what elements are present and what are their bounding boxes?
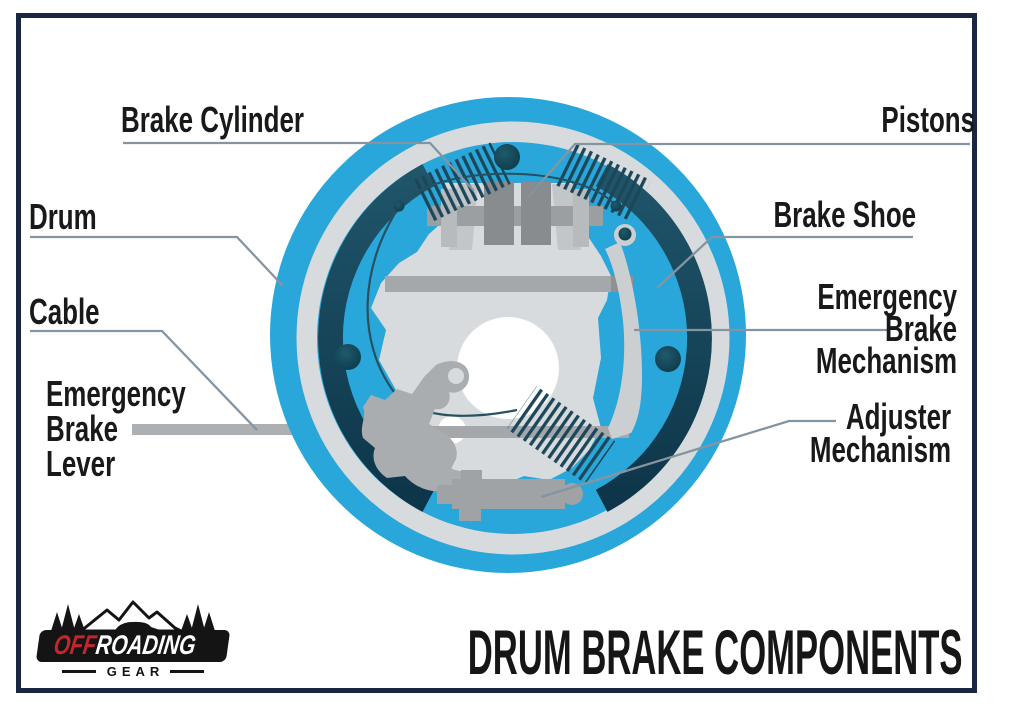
- cylinder-end-right: [573, 189, 589, 247]
- return-spring-left: [413, 142, 511, 222]
- parking-lever-pawl: [361, 361, 470, 492]
- hold-down-pin-top: [494, 144, 520, 170]
- leader-cable: [30, 329, 258, 431]
- logo-off-text: OFF: [52, 630, 99, 660]
- leader-lines: [30, 141, 970, 499]
- drum-gray-ring: [296, 121, 730, 555]
- gear-line-right: [170, 670, 205, 673]
- adjuster-tab-top: [461, 470, 482, 481]
- spring-anchor-left: [393, 200, 405, 212]
- adjuster-spring: [506, 386, 616, 484]
- logo-gear-text: GEAR: [106, 664, 165, 679]
- border-frame: [16, 13, 977, 693]
- leader-drum: [30, 235, 284, 287]
- piston-right: [521, 182, 551, 245]
- page-title: DRUM BRAKE COMPONENTS: [468, 618, 963, 688]
- hold-down-pin-right: [655, 346, 681, 372]
- spring-anchor-right: [610, 200, 622, 212]
- logo-gear-row: GEAR: [38, 665, 228, 678]
- emergency-brake-lever-bar: [132, 424, 292, 435]
- parking-cable: [366, 206, 518, 417]
- label-cable: Cable: [29, 291, 100, 332]
- brake-shoe-left: [318, 164, 435, 512]
- gear-line-left: [61, 670, 96, 673]
- leader-brake-shoe: [656, 235, 913, 289]
- label-brake-shoe: Brake Shoe: [773, 194, 916, 235]
- adjuster-tab-bottom: [459, 508, 481, 521]
- label-emergency-brake-lever: Emergency Brake Lever: [46, 373, 186, 484]
- upper-return-wire: [398, 172, 617, 207]
- adjuster-assembly: [437, 470, 583, 521]
- leader-brake-cylinder: [123, 141, 475, 192]
- label-adjuster-mechanism: Adjuster Mechanism: [809, 396, 951, 470]
- leader-pistons: [528, 142, 970, 197]
- logo-roading-text: ROADING: [94, 630, 198, 660]
- hold-down-pin-left: [335, 344, 361, 370]
- adjuster-cylinder: [452, 479, 565, 509]
- emergency-brake-mechanism-strip: [605, 242, 642, 439]
- logo-mountains-trees-icon: [51, 600, 215, 632]
- shoe-strut-bar: [385, 276, 633, 292]
- adjuster-cap-left: [437, 485, 454, 504]
- cylinder-push-rod: [427, 206, 603, 226]
- brake-shoe-right: [595, 164, 712, 512]
- pawl-hole: [448, 368, 464, 384]
- label-brake-cylinder: Brake Cylinder: [121, 99, 304, 140]
- return-spring-right: [553, 142, 651, 222]
- label-emergency-brake-mechanism: Emergency Brake Mechanism: [815, 276, 957, 381]
- label-drum: Drum: [29, 196, 97, 237]
- strip-pivot-pin: [618, 227, 632, 241]
- label-pistons: Pistons: [881, 99, 975, 140]
- leader-adjuster-mechanism: [540, 419, 836, 499]
